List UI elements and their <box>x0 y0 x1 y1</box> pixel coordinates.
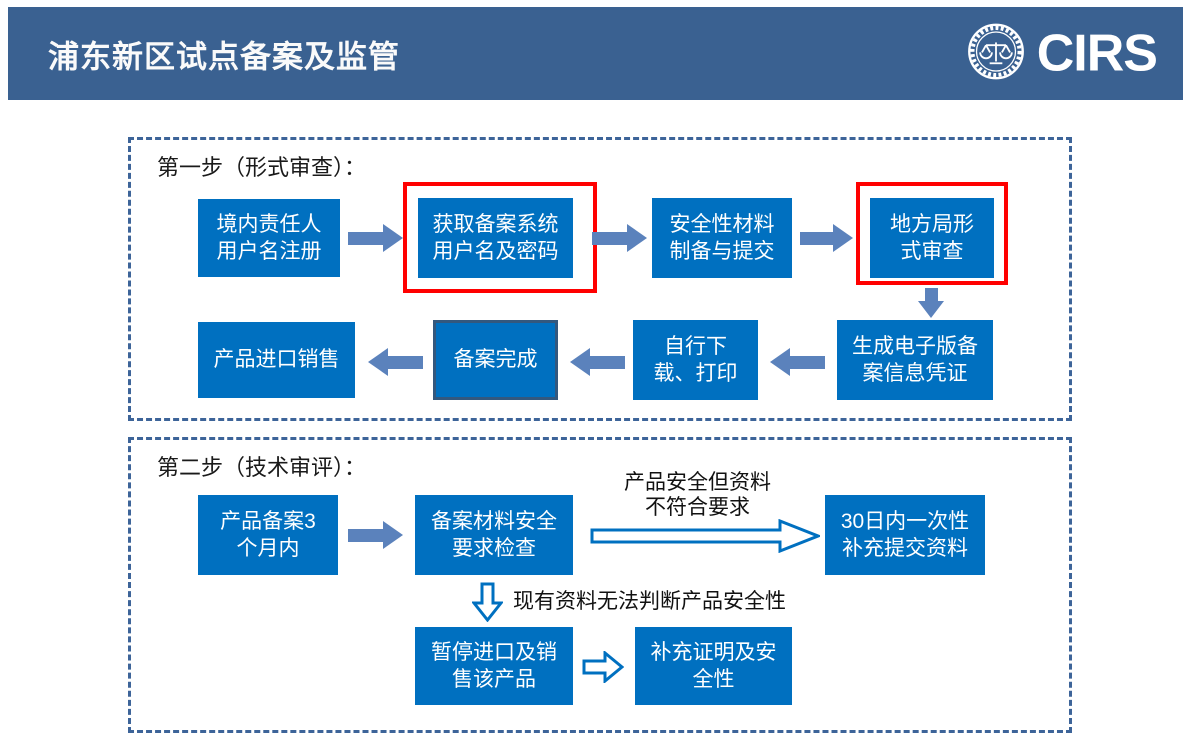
arrow-left-icon <box>368 348 423 376</box>
node-download: 自行下 载、打印 <box>633 320 758 400</box>
arrow-right-icon <box>348 521 403 549</box>
node-evoucher: 生成电子版备 案信息凭证 <box>837 320 993 400</box>
node-supplement30: 30日内一次性 补充提交资料 <box>825 495 985 575</box>
hollow-arrow-right-icon <box>590 518 823 558</box>
node-register: 境内责任人 用户名注册 <box>198 199 340 277</box>
arrow-down-icon <box>918 288 944 318</box>
step1-panel <box>128 137 1072 421</box>
highlight-box-local-review <box>856 182 1008 285</box>
arrow-left-icon <box>770 348 825 376</box>
annotation-cannot-judge: 现有资料无法判断产品安全性 <box>513 590 786 613</box>
brand-text: CIRS <box>1036 24 1158 83</box>
node-prove-safety: 补充证明及安 全性 <box>635 627 792 705</box>
node-within3m: 产品备案3 个月内 <box>198 495 338 575</box>
cirs-logo: CIRS <box>967 22 1158 85</box>
node-credentials: 获取备案系统 用户名及密码 <box>418 198 573 278</box>
node-safety-check: 备案材料安全 要求检查 <box>415 495 573 575</box>
annotation-not-conform: 产品安全但资料 不符合要求 <box>624 471 771 519</box>
node-import-sale: 产品进口销售 <box>198 322 355 398</box>
header-bar: 浦东新区试点备案及监管 <box>8 7 1183 100</box>
node-complete: 备案完成 <box>433 320 558 400</box>
arrow-right-icon <box>800 224 853 252</box>
hollow-arrow-down-icon <box>470 582 505 627</box>
node-suspend: 暂停进口及销 售该产品 <box>415 627 573 705</box>
arrow-left-icon <box>570 348 625 376</box>
page-title: 浦东新区试点备案及监管 <box>48 39 400 74</box>
step1-label: 第一步（形式审查）： <box>157 155 367 180</box>
arrow-right-icon <box>592 224 647 252</box>
node-materials: 安全性材料 制备与提交 <box>652 198 792 278</box>
node-local-review: 地方局形 式审查 <box>870 198 994 278</box>
hollow-arrow-right-small-icon <box>582 649 625 688</box>
scale-seal-icon <box>967 22 1025 85</box>
step2-label: 第二步（技术审评）： <box>157 455 367 480</box>
step2-panel <box>128 437 1072 733</box>
arrow-right-icon <box>348 224 403 252</box>
